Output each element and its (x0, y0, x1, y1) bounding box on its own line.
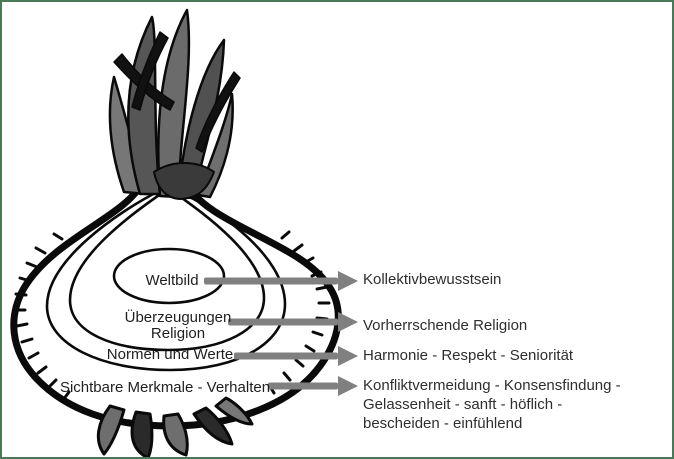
layer-label-weltbild: Weltbild (145, 272, 199, 289)
onion-layer-rings (45, 189, 287, 372)
arrow-icon-sichtbare (268, 376, 358, 396)
onion-layer-ring-outer (45, 189, 287, 372)
arrow-icon-weltbild (204, 271, 358, 291)
arrow-icon-ueberzeugungen (228, 312, 358, 332)
onion-roots (96, 396, 254, 457)
layer-label-normen-und-werte: Normen und Werte (106, 346, 234, 363)
arrow-icon-normen (234, 346, 358, 366)
right-text-konfliktvermeidung-block: Konfliktvermeidung - Konsensfindung - Ge… (363, 376, 621, 433)
layer-label-line: Überzeugungen (124, 309, 232, 326)
right-text-line: bescheiden - einfühlend (363, 415, 523, 432)
onion-skin-ticks (13, 230, 331, 402)
right-text-kollektivbewusstsein: Kollektivbewusstsein (363, 271, 502, 288)
right-text-harmonie-respekt-senioritaet: Harmonie - Respekt - Seniorität (363, 347, 574, 364)
onion-layer-ring-inner (112, 247, 226, 305)
layer-label-line: Religion (150, 325, 206, 342)
layer-label-ueberzeugungen-religion: Überzeugungen Religion (125, 310, 232, 342)
arrows (204, 271, 358, 396)
right-text-line: Gelassenheit - sanft - höflich - (363, 396, 563, 413)
onion-layer-ring-middle (68, 191, 266, 352)
right-text-vorherrschende-religion: Vorherrschende Religion (363, 317, 528, 334)
right-text-line: Konfliktvermeidung - Konsensfindung - (363, 377, 621, 394)
layer-label-sichtbare-merkmale: Sichtbare Merkmale - Verhalten (59, 379, 271, 396)
onion-sprout-leaves (108, 8, 241, 200)
